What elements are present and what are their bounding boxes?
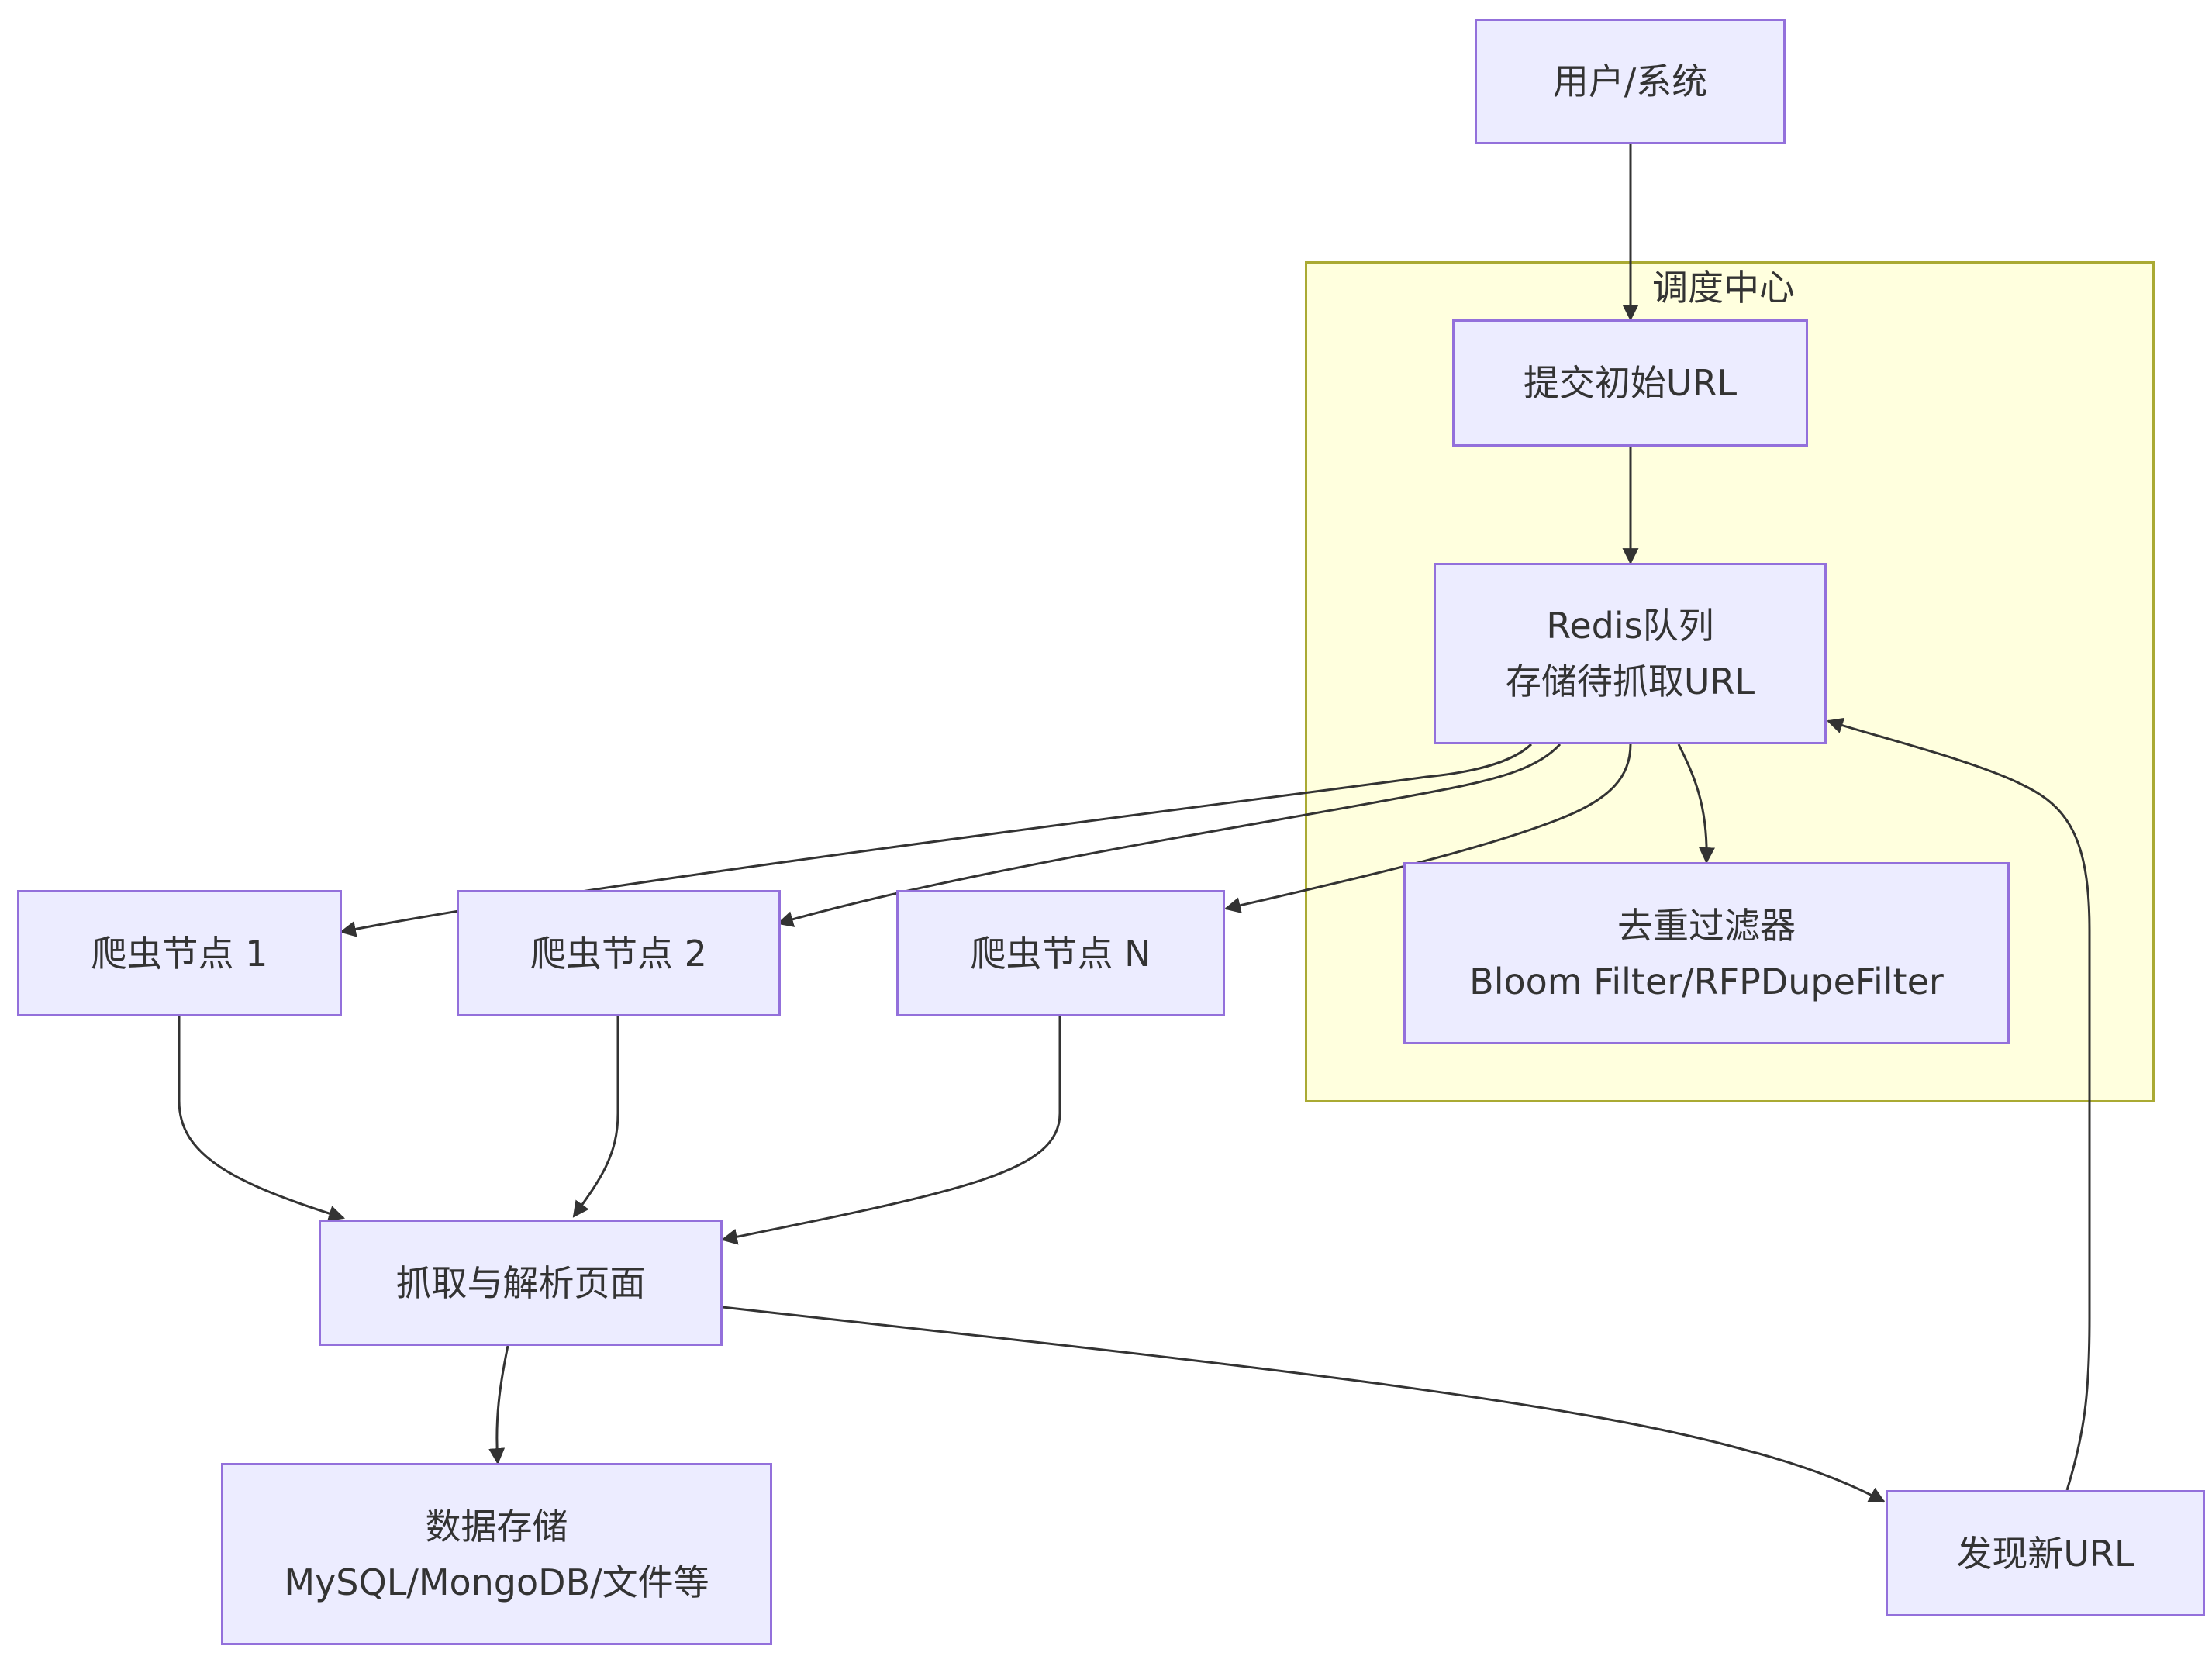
edge-crawlerN-to-fetch [720, 1016, 1061, 1245]
edge-redis-to-crawlerN [1223, 743, 1632, 913]
node-dedup-filter: 去重过滤器 Bloom Filter/RFPDupeFilter [1403, 862, 2010, 1044]
edge-redis-to-dedup [1677, 743, 1716, 864]
node-crawler-1: 爬虫节点 1 [17, 890, 342, 1016]
edge-fetch-to-storage [488, 1345, 509, 1465]
edge-crawler2-to-fetch [572, 1016, 619, 1218]
node-new-url: 发现新URL [1886, 1490, 2205, 1616]
edge-newurl-to-redis [1827, 717, 2091, 1491]
node-submit-initial-url: 提交初始URL [1452, 319, 1808, 447]
node-redis-queue: Redis队列 存储待抓取URL [1434, 563, 1827, 744]
node-data-storage: 数据存储 MySQL/MongoDB/文件等 [221, 1463, 772, 1645]
node-user-system: 用户/系统 [1475, 19, 1786, 144]
edge-crawler1-to-fetch [178, 1016, 346, 1222]
edge-redis-to-crawler2 [776, 743, 1562, 927]
node-crawler-n: 爬虫节点 N [896, 890, 1225, 1016]
edge-fetch-to-newurl [722, 1306, 1886, 1503]
scheduler-cluster-label: 调度中心 [1652, 267, 1795, 309]
node-crawler-2: 爬虫节点 2 [457, 890, 781, 1016]
node-fetch-parse: 抓取与解析页面 [319, 1220, 723, 1346]
